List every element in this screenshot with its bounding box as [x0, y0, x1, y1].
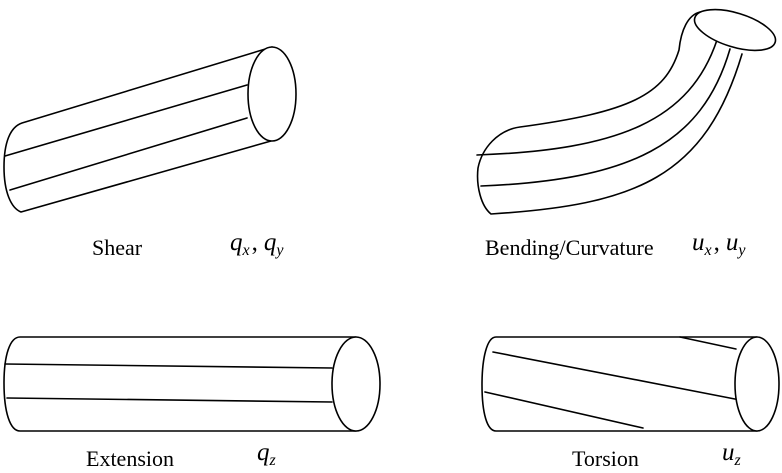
- torsion-stripe-lower: [484, 391, 644, 429]
- torsion-cylinder-body: [481, 336, 758, 432]
- torsion-cylinder: [481, 336, 780, 432]
- bending-tube-body: [476, 11, 743, 215]
- torsion-stripe-top: [679, 336, 737, 350]
- shear-end-cap: [247, 46, 297, 142]
- extension-cylinder: [3, 336, 381, 432]
- shear-cylinder: [3, 46, 297, 213]
- torsion-var-1: uz: [722, 439, 741, 469]
- extension-stripe-lower: [6, 397, 333, 403]
- shear-label: Shear: [92, 235, 143, 260]
- extension-end-cap: [331, 336, 381, 432]
- bending-variables: ux,uy: [692, 229, 746, 259]
- torsion-variables: uz: [722, 439, 741, 470]
- bending-tube: [476, 8, 777, 215]
- shear-stripe-upper: [4, 84, 248, 157]
- bending-var-2: uy: [725, 229, 746, 259]
- torsion-end-cap: [734, 336, 780, 432]
- torsion-label: Torsion: [572, 446, 639, 471]
- torsion-stripe-upper: [492, 351, 741, 401]
- shear-var-1: qx: [230, 229, 250, 259]
- extension-var-1: qz: [257, 439, 276, 469]
- bending-var-1: ux: [692, 229, 712, 259]
- shear-var-2: qy: [263, 229, 284, 259]
- bending-stripe-upper: [476, 39, 718, 156]
- bending-end-cap: [693, 8, 777, 52]
- shear-variables: qx,qy: [230, 229, 284, 259]
- bending-stripe-lower: [480, 48, 731, 187]
- extension-label: Extension: [86, 446, 174, 471]
- bending-label: Bending/Curvature: [485, 235, 654, 260]
- extension-stripe-upper: [4, 363, 333, 369]
- shear-stripe-lower: [9, 117, 248, 191]
- extension-cylinder-body: [3, 336, 357, 432]
- extension-variables: qz: [257, 439, 276, 470]
- shear-cylinder-body: [3, 46, 273, 213]
